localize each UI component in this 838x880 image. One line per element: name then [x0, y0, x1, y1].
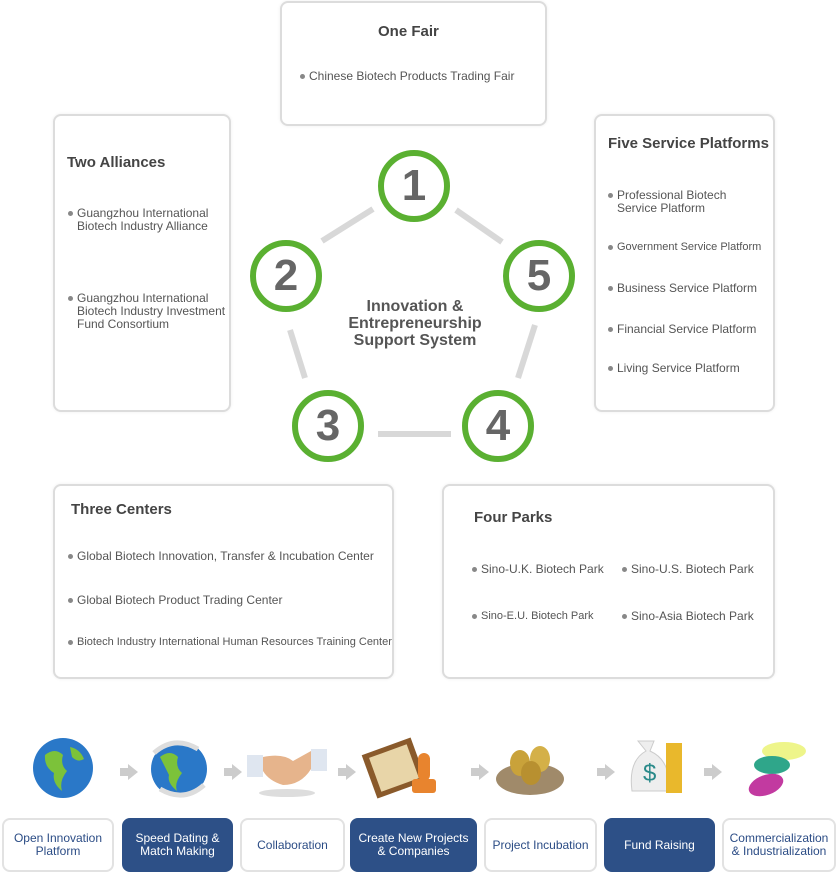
arrow-right-icon: [597, 764, 615, 780]
box-title: Four Parks: [474, 509, 553, 526]
center-line: Support System: [353, 332, 477, 349]
list-item: Guangzhou International Biotech Industry…: [68, 207, 227, 233]
money-bag-icon: $: [630, 740, 682, 793]
center-title: Innovation & Entrepreneurship Support Sy…: [330, 298, 500, 349]
step-commercialization[interactable]: Commercialization & Industrialization: [722, 818, 836, 872]
box-title: Five Service Platforms: [608, 135, 769, 152]
three-centers-box: Three Centers Global Biotech Innovation,…: [53, 484, 394, 679]
box-title: One Fair: [378, 23, 439, 40]
handshake-icon: [247, 749, 327, 797]
step-speed-dating[interactable]: Speed Dating & Match Making: [122, 818, 233, 872]
five-platforms-box: Five Service Platforms Professional Biot…: [594, 114, 775, 412]
list-item: Chinese Biotech Products Trading Fair: [300, 70, 514, 83]
arrow-right-icon: [224, 764, 242, 780]
circle-1: 1: [378, 150, 450, 222]
circle-3: 3: [292, 390, 364, 462]
arrow-right-icon: [704, 764, 722, 780]
one-fair-box: One Fair Chinese Biotech Products Tradin…: [280, 1, 547, 126]
step-collaboration[interactable]: Collaboration: [240, 818, 345, 872]
arrow-right-icon: [471, 764, 489, 780]
list-item: Global Biotech Product Trading Center: [68, 594, 282, 607]
box-title: Three Centers: [71, 501, 172, 518]
box-title: Two Alliances: [67, 154, 166, 171]
golden-eggs-nest-icon: [496, 746, 564, 795]
arrow-right-icon: [120, 764, 138, 780]
list-item: Sino-Asia Biotech Park: [622, 610, 754, 623]
circle-2: 2: [250, 240, 322, 312]
svg-text:$: $: [643, 760, 656, 787]
list-item: Sino-U.K. Biotech Park: [472, 563, 604, 576]
arrow-right-icon: [338, 764, 356, 780]
capsules-icon: [748, 742, 806, 797]
list-item: Global Biotech Innovation, Transfer & In…: [68, 550, 374, 563]
globe-arrows-icon: [151, 740, 207, 798]
list-item: Living Service Platform: [608, 362, 782, 375]
list-item: Government Service Platform: [608, 241, 782, 254]
circle-4: 4: [462, 390, 534, 462]
list-item: Sino-E.U. Biotech Park: [472, 610, 594, 623]
list-item: Sino-U.S. Biotech Park: [622, 563, 754, 576]
step-project-incubation[interactable]: Project Incubation: [484, 818, 597, 872]
list-item: Professional Biotech Service Platform: [608, 189, 747, 215]
list-item: Biotech Industry International Human Res…: [68, 636, 392, 649]
step-open-innovation-platform[interactable]: Open Innovation Platform: [2, 818, 114, 872]
center-line: Innovation &: [366, 298, 464, 315]
step-create-new-projects[interactable]: Create New Projects & Companies: [350, 818, 477, 872]
four-parks-box: Four Parks Sino-U.K. Biotech Park Sino-U…: [442, 484, 775, 679]
step-fund-raising[interactable]: Fund Raising: [604, 818, 715, 872]
list-item: Business Service Platform: [608, 282, 782, 295]
list-item: Guangzhou International Biotech Industry…: [68, 292, 232, 331]
two-alliances-box: Two Alliances Guangzhou International Bi…: [53, 114, 231, 412]
globe-icon: [33, 738, 93, 798]
certificate-stamp-icon: [361, 737, 436, 799]
list-item: Financial Service Platform: [608, 323, 782, 336]
center-line: Entrepreneurship: [348, 315, 482, 332]
circle-5: 5: [503, 240, 575, 312]
